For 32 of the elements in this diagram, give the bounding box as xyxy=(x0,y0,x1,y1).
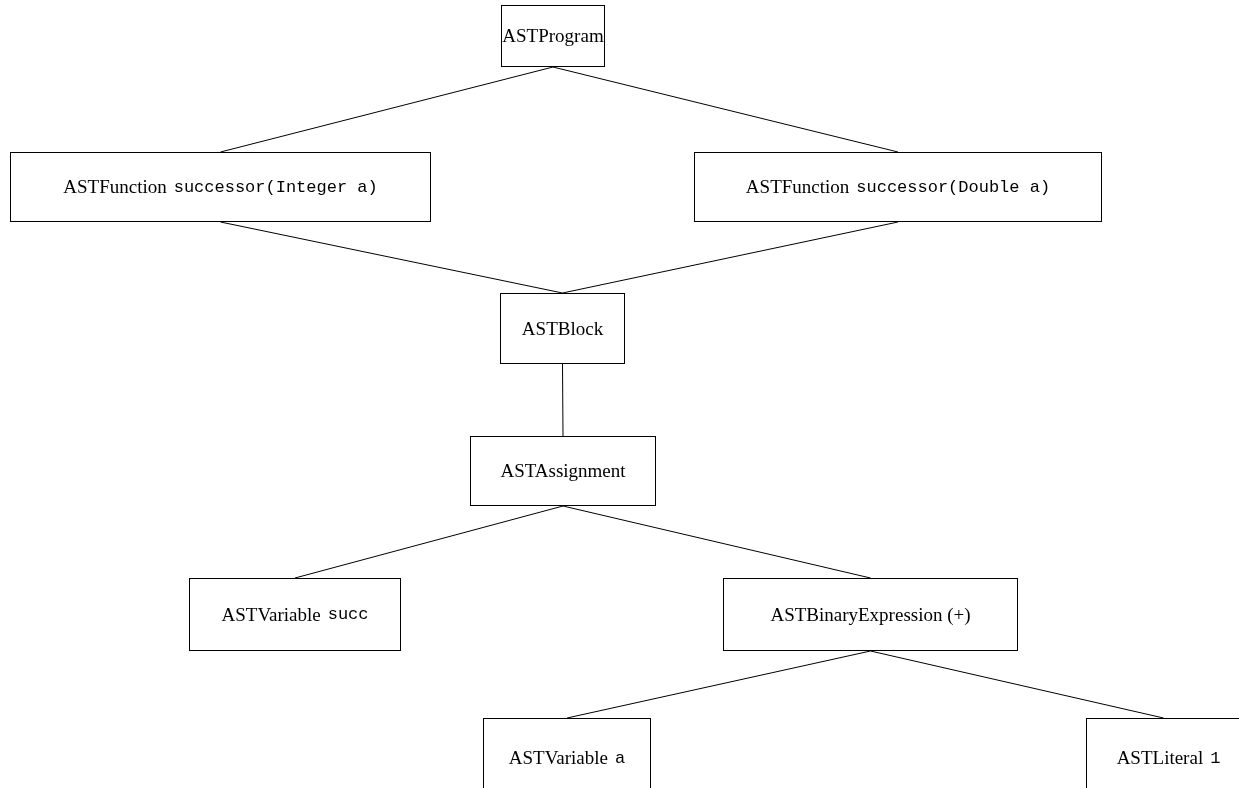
node-label: ASTProgram xyxy=(502,25,604,47)
code-text: succ xyxy=(327,605,369,624)
tree-edge xyxy=(870,650,1164,719)
code-text: a xyxy=(615,748,626,768)
tree-node-box xyxy=(723,578,1018,651)
tree-edge xyxy=(562,505,871,579)
tree-node-box xyxy=(694,152,1102,222)
tree-node-box xyxy=(470,436,656,506)
tree-edge xyxy=(220,66,554,153)
code-text: successor(Double a) xyxy=(856,177,1051,197)
tree-node-box xyxy=(500,293,625,364)
tree-edge xyxy=(220,221,563,294)
tree-node-box xyxy=(189,578,401,651)
tree-node-box xyxy=(501,5,605,67)
tree-edge xyxy=(294,505,564,579)
node-label: ASTBinaryExpression (+) xyxy=(770,603,971,626)
node-label: ASTFunction xyxy=(63,176,167,198)
tree-edge xyxy=(562,221,899,294)
node-label: ASTFunction xyxy=(745,176,850,198)
node-label: ASTBlock xyxy=(521,317,604,340)
tree-node-box xyxy=(483,718,651,788)
node-label: ASTVariable xyxy=(221,603,321,626)
tree-edge xyxy=(562,363,564,437)
code-text: 1 xyxy=(1210,748,1221,768)
node-label: ASTVariable xyxy=(508,747,608,769)
tree-edge xyxy=(566,650,871,719)
tree-node-box xyxy=(10,152,431,222)
tree-edge xyxy=(552,66,899,153)
node-label: ASTAssignment xyxy=(500,460,626,482)
code-text: successor(Integer a) xyxy=(173,177,378,197)
node-label: ASTLiteral xyxy=(1116,747,1204,769)
tree-node-box xyxy=(1086,718,1239,788)
